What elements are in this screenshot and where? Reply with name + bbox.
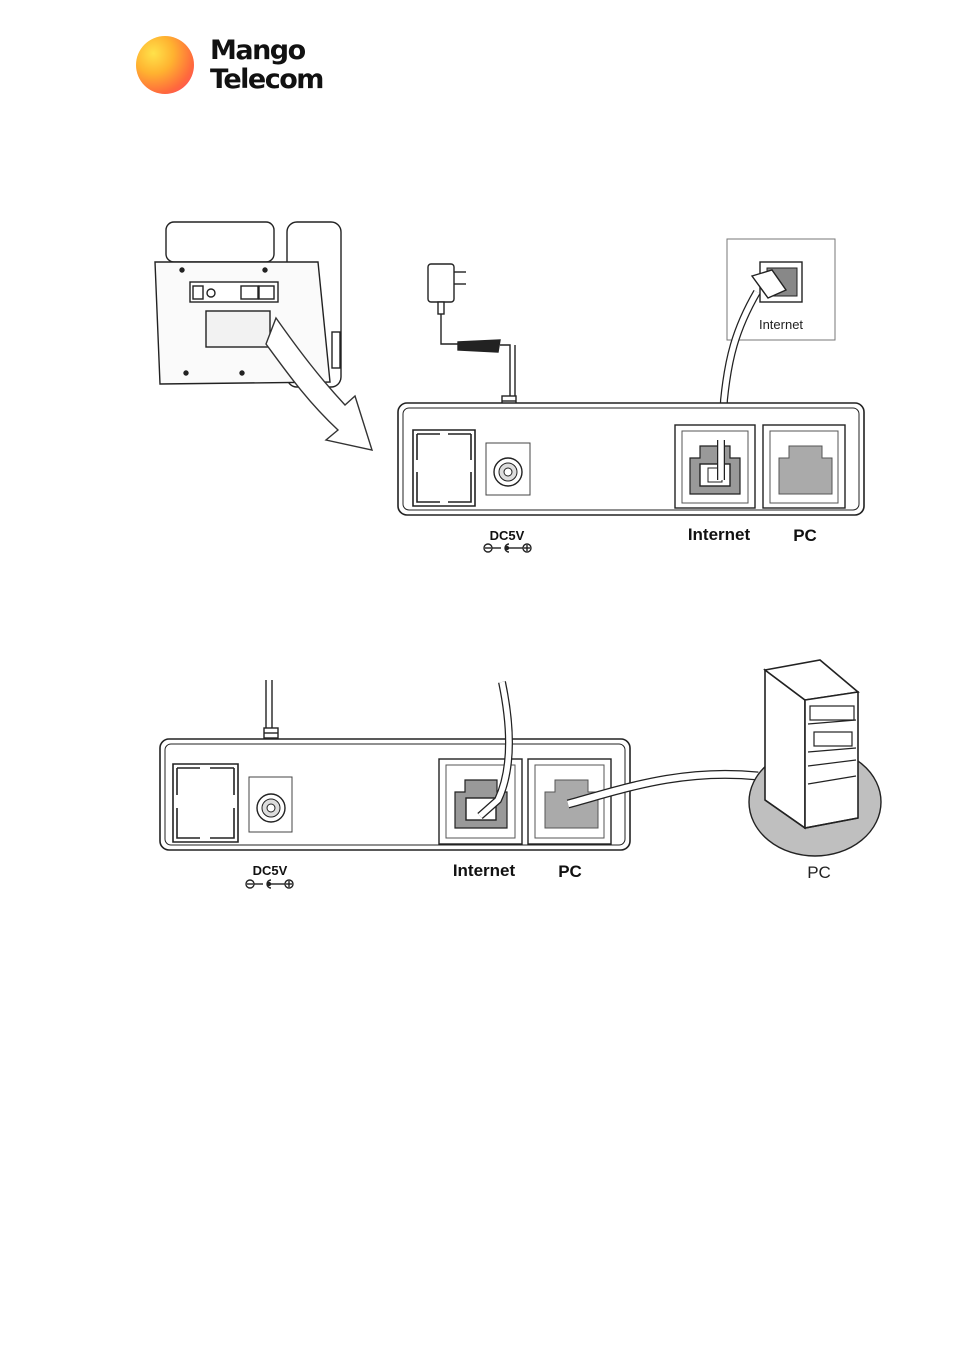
- pc-port: [763, 425, 845, 508]
- dc-label: DC5V: [490, 528, 525, 543]
- port-panel-2: [160, 739, 630, 850]
- computer-icon: [749, 660, 881, 856]
- dc-power-jack-2: [249, 777, 292, 832]
- dc-label-2: DC5V: [253, 863, 288, 878]
- internet-port-label: Internet: [688, 525, 751, 544]
- inset-internet-label: Internet: [759, 317, 803, 332]
- figure-pc-connection: DC5V Internet PC PC: [0, 640, 955, 940]
- internet-port: [675, 425, 755, 508]
- dc-polarity-icon-2: [246, 880, 293, 888]
- dc-power-jack: [486, 443, 530, 495]
- computer-label: PC: [807, 863, 831, 882]
- dc-polarity-icon: [484, 544, 531, 552]
- internet-port-label-2: Internet: [453, 861, 516, 880]
- figure-power-and-network-connection: Internet DC5V: [0, 0, 955, 600]
- port-panel: [398, 403, 864, 515]
- pc-port-label-2: PC: [558, 862, 582, 881]
- phone-back-illustration: [155, 222, 341, 387]
- pc-port-label: PC: [793, 526, 817, 545]
